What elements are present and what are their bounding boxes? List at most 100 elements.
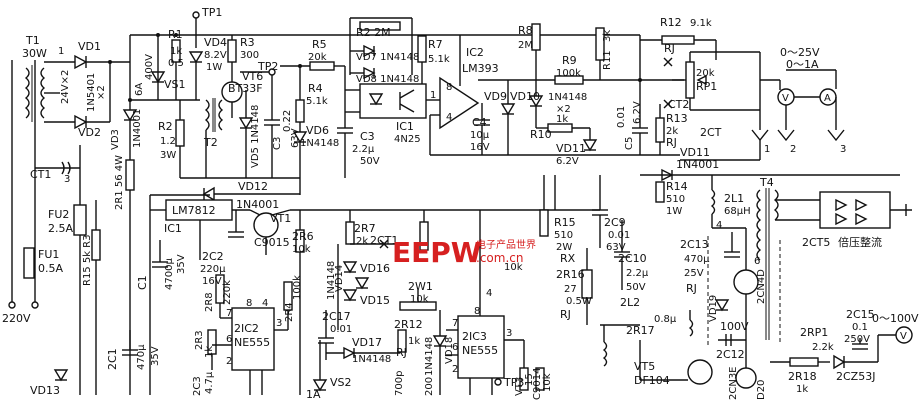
label-2r18-value: 1k: [796, 384, 808, 395]
label-2r4-value: 100k: [292, 275, 303, 300]
label-0-100v: 0～100V: [872, 312, 919, 325]
transistor-2cn3e: [735, 367, 757, 389]
diode-vd1: [74, 54, 88, 70]
label-vd7: VD7 1N4148: [356, 52, 419, 63]
label-c5-value: 0.01: [616, 106, 627, 128]
label-jack-2: 2: [790, 144, 796, 155]
label-r15-510-value: 510: [554, 230, 573, 241]
testpoint-tp3: [494, 378, 502, 386]
label-fu1-rating: 0.5A: [38, 262, 63, 275]
label-2rp1-value: 2.2k: [812, 342, 834, 353]
label-2r12-value: 1k: [408, 336, 420, 347]
label-2ic2-pin7: 7: [226, 308, 232, 319]
label-2c9-value: 0.01: [608, 230, 630, 241]
label-1n4001-vd11: 1N4001: [676, 158, 719, 171]
resistor-r4: [295, 99, 305, 123]
label-c9015: C9015: [254, 236, 290, 249]
label-vd18: VD18: [444, 337, 455, 364]
label-vt3: VT3: [514, 377, 525, 396]
label-vd8: VD8 1N4148: [356, 74, 419, 85]
label-r9-value: 100k: [556, 68, 581, 79]
label-r4: R4: [308, 82, 323, 95]
label-vd11-top: VD11: [556, 142, 586, 155]
inductor-2l1: [710, 189, 716, 215]
label-r10-value: 1k: [556, 114, 568, 125]
label-2l1: 2L1: [724, 192, 744, 205]
label-meter-v: V: [782, 93, 789, 104]
label-vd19: VD19: [708, 295, 719, 322]
label-2c17: 2C17: [322, 310, 351, 323]
label-vt6: VT6: [242, 70, 263, 83]
label-c1-value: 4700μ: [164, 258, 175, 290]
label-vt1: VT1: [270, 212, 291, 225]
label-t1: T1: [25, 34, 40, 47]
label-r11: R11: [602, 50, 613, 70]
diode-vd19: [714, 299, 730, 312]
label-vd9: VD9: [484, 90, 507, 103]
label-t2: T2: [203, 136, 218, 149]
label-winding-4: 4: [716, 220, 722, 231]
label-t4: T4: [759, 176, 774, 189]
label-rj5: RJ: [686, 282, 697, 295]
label-2rp1: 2RP1: [800, 326, 828, 339]
label-c5: C5: [624, 137, 635, 150]
label-ct1: CT1: [30, 168, 51, 181]
diode-vd2: [74, 114, 88, 130]
timer-2ic2: [231, 307, 275, 371]
label-200: 200: [424, 377, 435, 396]
label-meter-v2: V: [900, 331, 907, 342]
label-2c13-value: 470μ: [684, 254, 710, 265]
label-2ic2-pin8: 8: [246, 298, 252, 309]
label-2c2-value: 220μ: [200, 264, 226, 275]
label-r2: R2: [158, 120, 173, 133]
label-bt33f: BT33F: [228, 82, 263, 95]
label-2r16: 2R16: [556, 268, 585, 281]
label-jack-1: 1: [764, 144, 770, 155]
resistor-10k: [535, 367, 545, 391]
label-fu1: FU1: [38, 248, 59, 261]
label-r9: R9: [562, 54, 577, 67]
mains-input-section: [8, 54, 130, 395]
label-r3: R3: [240, 36, 255, 49]
transistor-2cn4d: [733, 269, 759, 295]
label-1a: 1A: [306, 388, 321, 400]
label-2ct5: 2CT5: [802, 236, 830, 249]
diode-vd5: [238, 117, 254, 130]
label-c4: C4: [472, 116, 487, 129]
label-1n4001-vd12: 1N4001: [236, 198, 279, 211]
label-2ic3-pin6: 6: [452, 342, 458, 353]
resistor-r8: [531, 23, 541, 51]
fuse-fu1: [23, 247, 35, 279]
transformer-t2: [204, 99, 210, 131]
label-2c1-voltage: 35V: [150, 346, 161, 366]
label-2r8-value: 220k: [222, 280, 233, 305]
label-winding-6: 6: [754, 256, 760, 267]
label-220v: 220V: [2, 312, 31, 325]
optocoupler-section: [280, 17, 427, 195]
thyristor-section: [122, 11, 640, 395]
label-6a: 6A: [134, 83, 145, 96]
diode-vd13: [53, 369, 69, 382]
label-2c12-voltage: 100V: [720, 320, 749, 333]
label-vd10: VD10: [510, 90, 540, 103]
output-jack-1: [751, 129, 769, 142]
rectifier-df104: [687, 359, 713, 385]
label-r1: R1: [168, 28, 183, 41]
label-t1-secondary: 24V×2: [60, 70, 71, 104]
label-vs1: VS1: [164, 78, 186, 91]
label-1n4001-vd3: 1N4001: [132, 109, 143, 148]
label-2r8: 2R8: [204, 292, 215, 312]
label-2c3-value: 4.7μ: [204, 371, 215, 394]
label-voltage-doubler: 倍压整流: [838, 235, 882, 249]
label-c3-2u-value: 2.2μ: [352, 144, 375, 155]
label-vd14-part: 1N4148: [326, 261, 337, 300]
label-2c15-value: 0.1: [852, 322, 868, 333]
label-2r18: 2R18: [788, 370, 817, 383]
label-2r16-power: 0.5W: [566, 296, 592, 307]
label-2ic2-pin3: 3: [276, 318, 282, 329]
label-2w1-value: 10k: [410, 294, 429, 305]
label-r5: R5: [312, 38, 327, 51]
label-pin1: 1: [58, 46, 64, 57]
label-2r6: 2R6: [292, 230, 314, 243]
